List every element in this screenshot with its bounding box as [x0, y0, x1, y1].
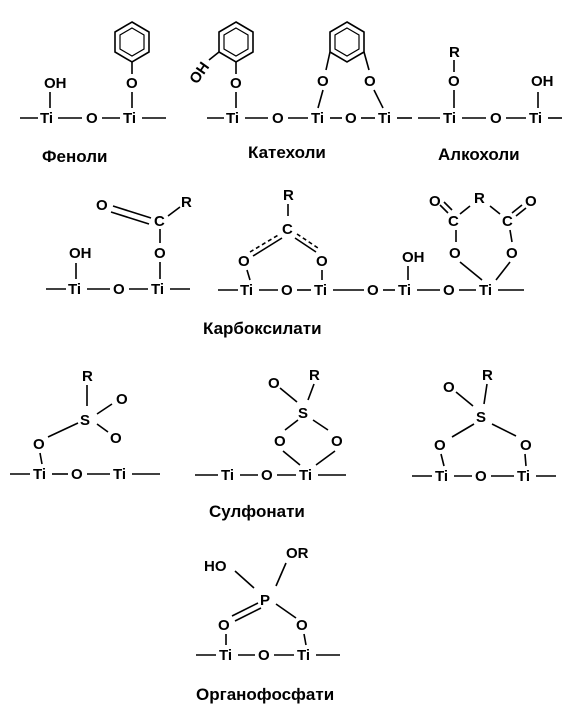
- sulfonate-monodentate-structure: Ti O Ti R S O O O: [10, 368, 160, 483]
- oxygen-atom: O: [317, 73, 329, 90]
- oxygen-atom: O: [448, 73, 460, 90]
- ti-atom: Ti: [226, 110, 239, 127]
- oxygen-atom: O: [86, 110, 98, 127]
- carbon-atom: C: [282, 221, 293, 238]
- oxygen-atom: O: [331, 433, 343, 450]
- ti-atom: Ti: [378, 110, 391, 127]
- alcohols-caption: Алкохоли: [438, 145, 520, 164]
- oxygen-atom: O: [443, 379, 455, 396]
- oxygen-atom: O: [230, 75, 242, 92]
- hydroxy-group: HO: [204, 558, 227, 575]
- oxygen-atom: O: [268, 375, 280, 392]
- catechols-structure: Ti O Ti O Ti O OH O O Катехоли: [186, 21, 412, 162]
- hydroxyl-group: OH: [186, 59, 213, 87]
- oxygen-atom: O: [520, 437, 532, 454]
- sulfonates-caption: Сулфонати: [209, 502, 305, 521]
- oxygen-atom: O: [218, 617, 230, 634]
- alkoxy-group: OR: [286, 545, 309, 562]
- sulfonate-bidentate-structure: Ti O Ti O R S O O: [195, 367, 346, 484]
- oxygen-atom: O: [367, 282, 379, 299]
- ti-atom: Ti: [314, 282, 327, 299]
- oxygen-atom: O: [429, 193, 441, 210]
- oxygen-atom: O: [96, 197, 108, 214]
- ti-atom: Ti: [113, 466, 126, 483]
- ti-atom: Ti: [479, 282, 492, 299]
- ti-atom: Ti: [517, 468, 530, 485]
- ti-atom: Ti: [299, 467, 312, 484]
- oxygen-atom: O: [364, 73, 376, 90]
- carbon-atom: C: [502, 213, 513, 230]
- oxygen-atom: O: [281, 282, 293, 299]
- ti-atom: Ti: [529, 110, 542, 127]
- phenols-caption: Феноли: [42, 147, 107, 166]
- ti-atom: Ti: [311, 110, 324, 127]
- oxygen-atom: O: [316, 253, 328, 270]
- carboxylate-bidentate-structure: Ti O Ti O Ti O Ti R C O O OH R C C: [203, 187, 537, 338]
- sulfur-atom: S: [476, 409, 486, 426]
- r-group: R: [82, 368, 93, 385]
- oxygen-atom: O: [126, 75, 138, 92]
- hydroxyl-group: OH: [402, 249, 425, 266]
- r-group: R: [283, 187, 294, 204]
- oxygen-atom: O: [296, 617, 308, 634]
- oxygen-atom: O: [116, 391, 128, 408]
- benzene-ring-icon: [329, 21, 365, 63]
- carboxylate-monodentate-structure: Ti O Ti OH O C O R: [46, 194, 192, 298]
- ti-atom: Ti: [435, 468, 448, 485]
- oxygen-atom: O: [261, 467, 273, 484]
- hydroxyl-group: OH: [531, 73, 554, 90]
- r-group: R: [309, 367, 320, 384]
- ti-atom: Ti: [443, 110, 456, 127]
- benzene-ring-icon: [114, 21, 150, 63]
- oxygen-atom: O: [33, 436, 45, 453]
- ti-atom: Ti: [297, 647, 310, 664]
- ti-atom: Ti: [151, 281, 164, 298]
- carbon-atom: C: [448, 213, 459, 230]
- ti-atom: Ti: [221, 467, 234, 484]
- oxygen-atom: O: [238, 253, 250, 270]
- r-group: R: [474, 190, 485, 207]
- ti-atom: Ti: [240, 282, 253, 299]
- oxygen-atom: O: [274, 433, 286, 450]
- r-group: R: [482, 367, 493, 384]
- organophosphates-caption: Органофосфати: [196, 685, 334, 704]
- oxygen-atom: O: [154, 245, 166, 262]
- ti-atom: Ti: [219, 647, 232, 664]
- phosphorus-atom: P: [260, 592, 270, 609]
- oxygen-atom: O: [449, 245, 461, 262]
- oxygen-atom: O: [110, 430, 122, 447]
- alcohols-structure: Ti O Ti O R OH Алкохоли: [418, 44, 562, 164]
- r-group: R: [181, 194, 192, 211]
- carboxylates-caption: Карбоксилати: [203, 319, 322, 338]
- oxygen-atom: O: [258, 647, 270, 664]
- ti-atom: Ti: [40, 110, 53, 127]
- oxygen-atom: O: [272, 110, 284, 127]
- oxygen-atom: O: [490, 110, 502, 127]
- hydroxyl-group: OH: [69, 245, 92, 262]
- oxygen-atom: O: [71, 466, 83, 483]
- organophosphate-structure: Ti O Ti HO OR P O O Органофосфати: [196, 545, 340, 704]
- phenols-structure: Ti O Ti OH O Феноли: [20, 21, 166, 166]
- oxygen-atom: O: [345, 110, 357, 127]
- sulfur-atom: S: [298, 405, 308, 422]
- oxygen-atom: O: [475, 468, 487, 485]
- oxygen-atom: O: [434, 437, 446, 454]
- benzene-ring-icon: [218, 21, 254, 63]
- sulfur-atom: S: [80, 412, 90, 429]
- catechols-caption: Катехоли: [248, 143, 326, 162]
- r-group: R: [449, 44, 460, 61]
- oxygen-atom: O: [525, 193, 537, 210]
- oxygen-atom: O: [443, 282, 455, 299]
- ti-atom: Ti: [68, 281, 81, 298]
- sulfonate-bridging-structure: Ti O Ti O R S O O Сулфонати: [209, 367, 556, 521]
- carbon-atom: C: [154, 213, 165, 230]
- ti-atom: Ti: [398, 282, 411, 299]
- ti-atom: Ti: [33, 466, 46, 483]
- oxygen-atom: O: [113, 281, 125, 298]
- ti-atom: Ti: [123, 110, 136, 127]
- oxygen-atom: O: [506, 245, 518, 262]
- hydroxyl-group: OH: [44, 75, 67, 92]
